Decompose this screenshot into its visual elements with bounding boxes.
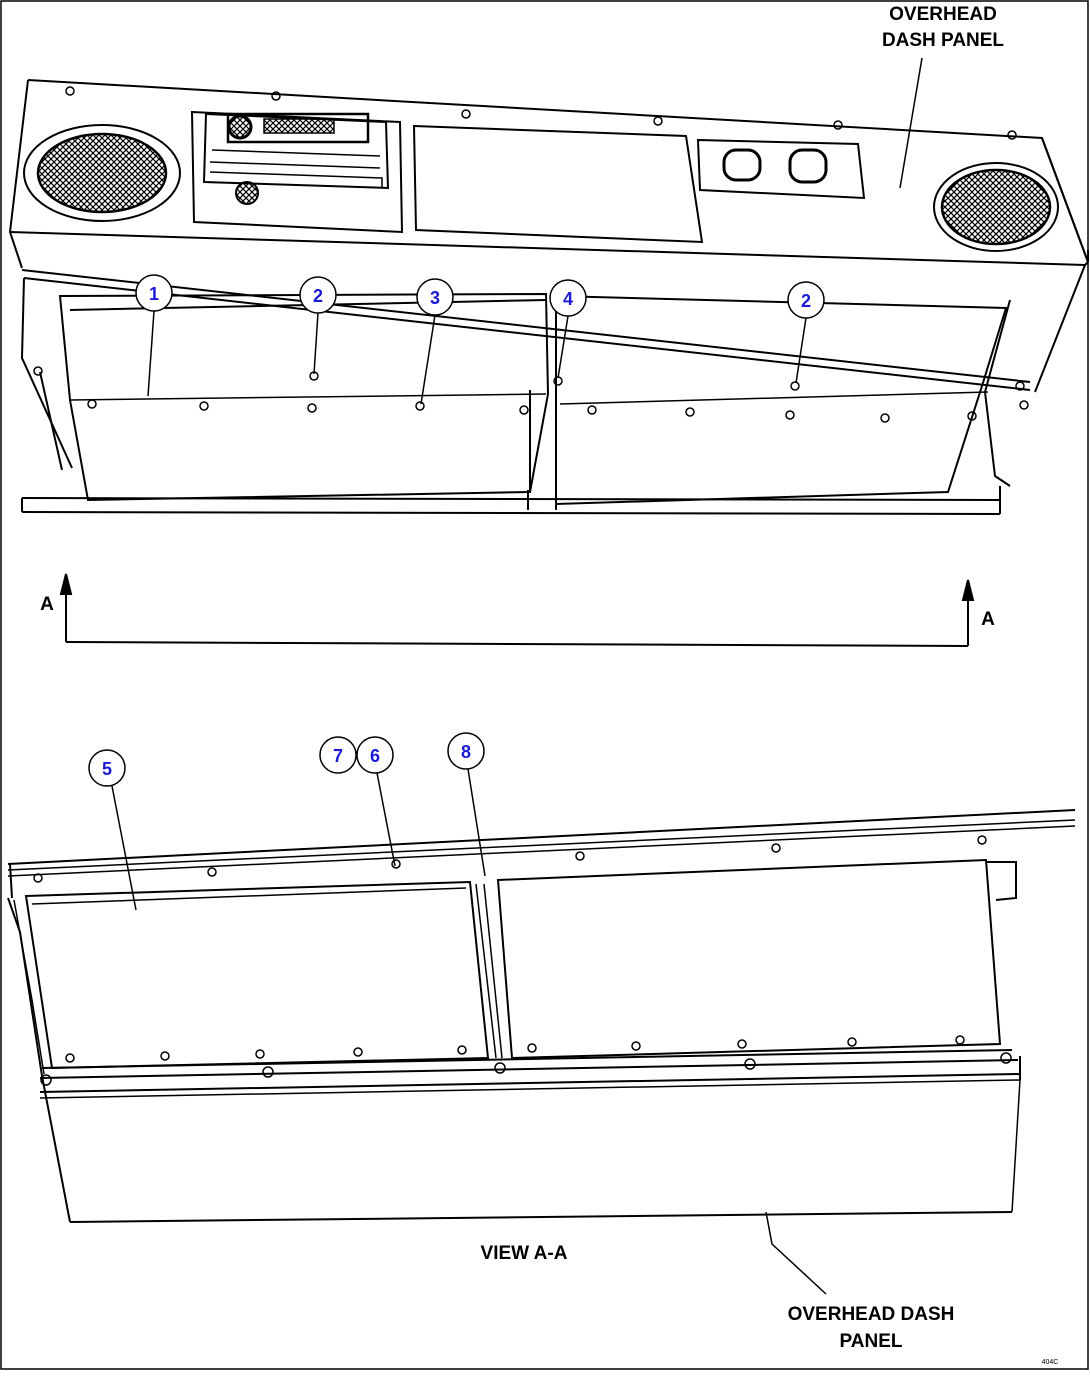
label-overhead-top-1: OVERHEAD <box>889 4 997 25</box>
callout-3: 3 <box>416 278 454 405</box>
callouts-bottom: 5 7 6 8 <box>88 732 486 911</box>
section-label-left: A <box>40 594 54 615</box>
callout-3-text: 3 <box>430 288 440 308</box>
section-label-right: A <box>981 609 995 630</box>
callouts-top: 1 2 3 4 2 <box>135 274 825 405</box>
callout-2b: 2 <box>787 281 825 384</box>
overhead-dash-panel-label-top: OVERHEAD DASH PANEL <box>882 4 1004 189</box>
callout-2a: 2 <box>299 276 337 375</box>
label-overhead-bottom-2: PANEL <box>840 1331 903 1352</box>
label-overhead-top-2: DASH PANEL <box>882 30 1004 51</box>
overhead-dash-panel-label-bottom: OVERHEAD DASH PANEL <box>765 1211 955 1352</box>
view-label: VIEW A-A <box>481 1243 568 1264</box>
callout-6-text: 6 <box>370 746 380 766</box>
callout-5-text: 5 <box>102 759 112 779</box>
callout-7-text: 7 <box>333 746 343 766</box>
overhead-dash-panel-top <box>8 79 1089 515</box>
callout-1-text: 1 <box>149 284 159 304</box>
callout-6: 6 <box>356 736 396 867</box>
callout-2b-text: 2 <box>801 291 811 311</box>
callout-2a-text: 2 <box>313 286 323 306</box>
callout-8: 8 <box>447 732 486 877</box>
leader-line <box>899 57 923 189</box>
figure-code: 404C <box>1042 1359 1059 1366</box>
label-overhead-bottom-1: OVERHEAD DASH <box>788 1304 955 1325</box>
callout-7: 7 <box>319 736 357 774</box>
callout-8-text: 8 <box>461 742 471 762</box>
callout-1: 1 <box>135 274 173 397</box>
section-line-a-a <box>59 573 975 647</box>
leader-line-bottom <box>765 1211 827 1295</box>
callout-5: 5 <box>88 749 137 911</box>
callout-4-text: 4 <box>563 289 573 309</box>
callout-4: 4 <box>549 279 587 379</box>
overhead-dash-panel-view-a-a <box>7 809 1076 1223</box>
